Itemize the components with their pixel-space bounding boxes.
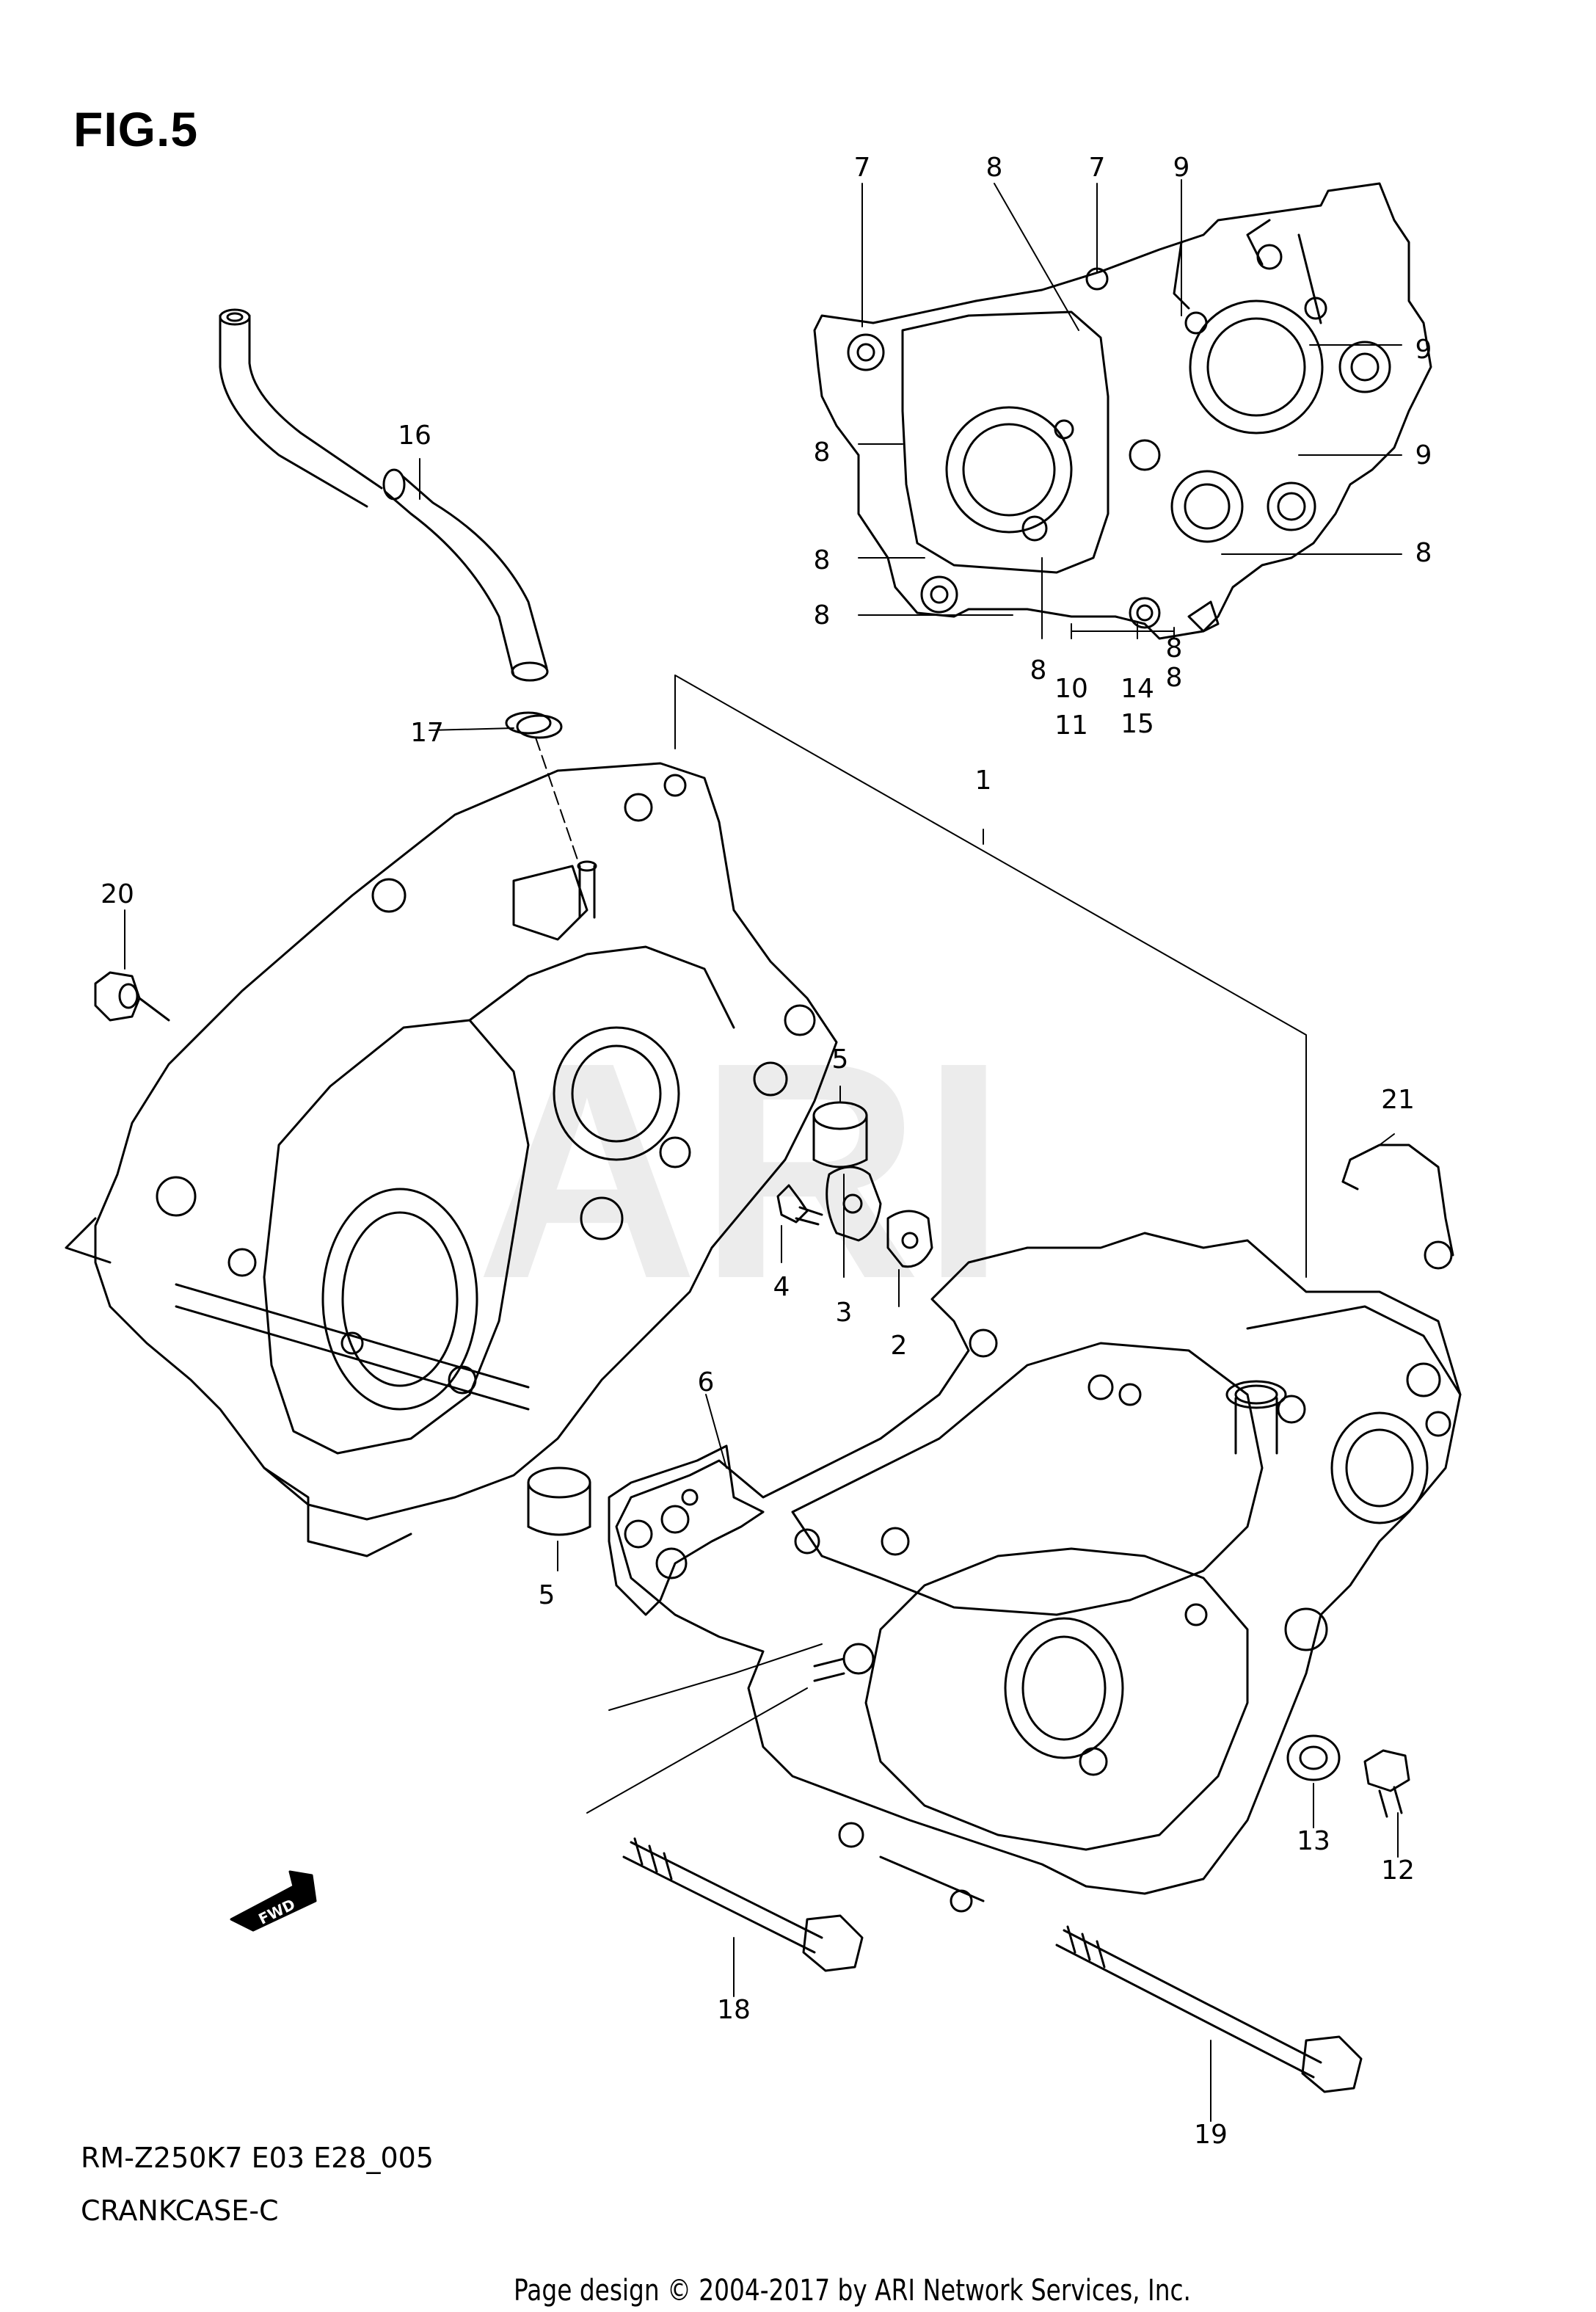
fwd-label: FWD: [255, 1895, 298, 1928]
callout-11: 11: [1054, 710, 1088, 741]
bolt-18: [622, 1837, 864, 1972]
callout-8-top: 8: [986, 153, 1003, 183]
callout-9-right-1: 9: [1415, 335, 1432, 365]
callout-16: 16: [398, 421, 431, 451]
callout-3: 3: [836, 1298, 853, 1328]
callout-4: 4: [773, 1272, 790, 1302]
fwd-arrow: [230, 1870, 317, 1932]
callout-6: 6: [698, 1367, 715, 1397]
right-crankcase: [615, 1232, 1462, 1913]
callout-8-bottom-3: 8: [1166, 663, 1183, 693]
callout-20: 20: [101, 879, 134, 909]
callout-8-left-1: 8: [814, 437, 831, 468]
callout-2: 2: [891, 1331, 908, 1361]
callout-18: 18: [717, 1995, 751, 2025]
callout-8-right: 8: [1415, 538, 1432, 568]
callout-8-bottom-1: 8: [1030, 655, 1047, 686]
inset-crankcase-face: [813, 182, 1432, 640]
bush-20: [94, 971, 170, 1022]
model-code: RM-Z250K7 E03 E28_005: [81, 2142, 434, 2174]
washer-13: [1286, 1734, 1341, 1781]
callout-5-upper: 5: [832, 1044, 849, 1075]
leader-lines: [124, 179, 1402, 2122]
callout-19: 19: [1194, 2120, 1228, 2150]
callout-7-left: 7: [854, 153, 871, 183]
callout-8-bottom-2: 8: [1166, 633, 1183, 664]
callout-5-lower: 5: [539, 1580, 555, 1610]
crankcase-gasket: [608, 1444, 765, 1616]
o-ring-17: [516, 714, 563, 739]
callout-21: 21: [1381, 1085, 1415, 1115]
callout-10: 10: [1054, 674, 1088, 704]
breather-hose: [219, 308, 552, 735]
callout-15: 15: [1121, 709, 1154, 739]
callout-1: 1: [975, 766, 992, 796]
copyright-footer: Page design © 2004-2017 by ARI Network S…: [514, 2274, 1191, 2308]
callout-17: 17: [410, 718, 444, 748]
section-name: CRANKCASE-C: [81, 2195, 279, 2227]
drain-bolt-12: [1363, 1749, 1410, 1818]
callout-14: 14: [1121, 674, 1154, 704]
clamp-21: [1341, 1144, 1454, 1270]
left-crankcase: [65, 762, 838, 1557]
callout-9-top: 9: [1173, 153, 1190, 183]
callout-8-left-3: 8: [814, 600, 831, 630]
callout-12: 12: [1381, 1855, 1415, 1886]
figure-title: FIG.5: [73, 102, 199, 156]
bolt-4: [776, 1184, 823, 1226]
callout-7-right: 7: [1089, 153, 1106, 183]
callout-8-left-2: 8: [814, 545, 831, 575]
dowel-pin-lower: [527, 1466, 591, 1536]
bolt-19: [1055, 1925, 1363, 2093]
callout-9-right-2: 9: [1415, 440, 1432, 470]
callout-13: 13: [1297, 1826, 1330, 1856]
gasket-2: [886, 1210, 933, 1268]
dowel-pin-upper: [812, 1101, 868, 1168]
